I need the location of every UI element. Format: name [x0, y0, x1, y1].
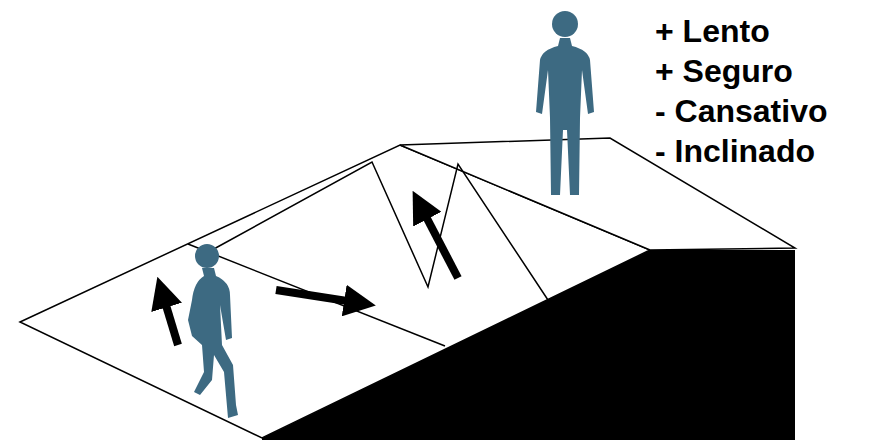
direction-arrow [162, 292, 178, 345]
direction-arrow [276, 290, 360, 303]
walking-person [188, 244, 238, 418]
pros-cons-label: + Seguro [655, 52, 793, 90]
path-line [212, 162, 548, 300]
direction-arrow [420, 205, 458, 278]
pros-cons-label: - Inclinado [655, 132, 815, 170]
pros-cons-label: + Lento [655, 12, 770, 50]
pros-cons-label: - Cansativo [655, 92, 827, 130]
standing-person [536, 11, 594, 195]
